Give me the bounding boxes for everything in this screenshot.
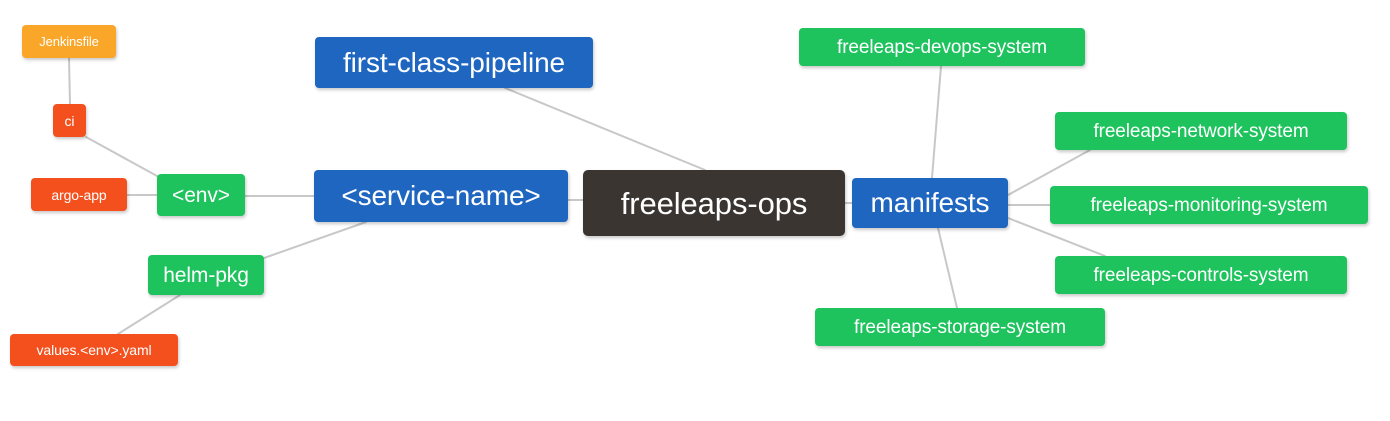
edge-manifests-to-devops-system: [931, 65, 942, 179]
node-ci[interactable]: ci: [53, 104, 86, 137]
edge-first-class-pipeline-to-freeleaps-ops: [504, 87, 706, 171]
edge-values-yaml-to-helm-pkg: [117, 294, 181, 335]
node-helm-pkg[interactable]: helm-pkg: [148, 255, 264, 295]
node-service-name[interactable]: <service-name>: [314, 170, 568, 222]
node-monitoring-system[interactable]: freeleaps-monitoring-system: [1050, 186, 1368, 224]
node-storage-system[interactable]: freeleaps-storage-system: [815, 308, 1105, 346]
node-first-class-pipeline[interactable]: first-class-pipeline: [315, 37, 593, 88]
node-values-yaml[interactable]: values.<env>.yaml: [10, 334, 178, 366]
node-manifests[interactable]: manifests: [852, 178, 1008, 228]
node-controls-system[interactable]: freeleaps-controls-system: [1055, 256, 1347, 294]
node-argo-app[interactable]: argo-app: [31, 178, 127, 211]
node-jenkinsfile[interactable]: Jenkinsfile: [22, 25, 116, 58]
edge-manifests-to-storage-system: [937, 227, 958, 309]
edge-helm-pkg-to-service-name: [263, 221, 367, 259]
node-network-system[interactable]: freeleaps-network-system: [1055, 112, 1347, 150]
edge-ci-to-env: [85, 136, 158, 177]
node-devops-system[interactable]: freeleaps-devops-system: [799, 28, 1085, 66]
node-env[interactable]: <env>: [157, 174, 245, 216]
node-freeleaps-ops[interactable]: freeleaps-ops: [583, 170, 845, 236]
edge-jenkinsfile-to-ci: [68, 57, 71, 105]
